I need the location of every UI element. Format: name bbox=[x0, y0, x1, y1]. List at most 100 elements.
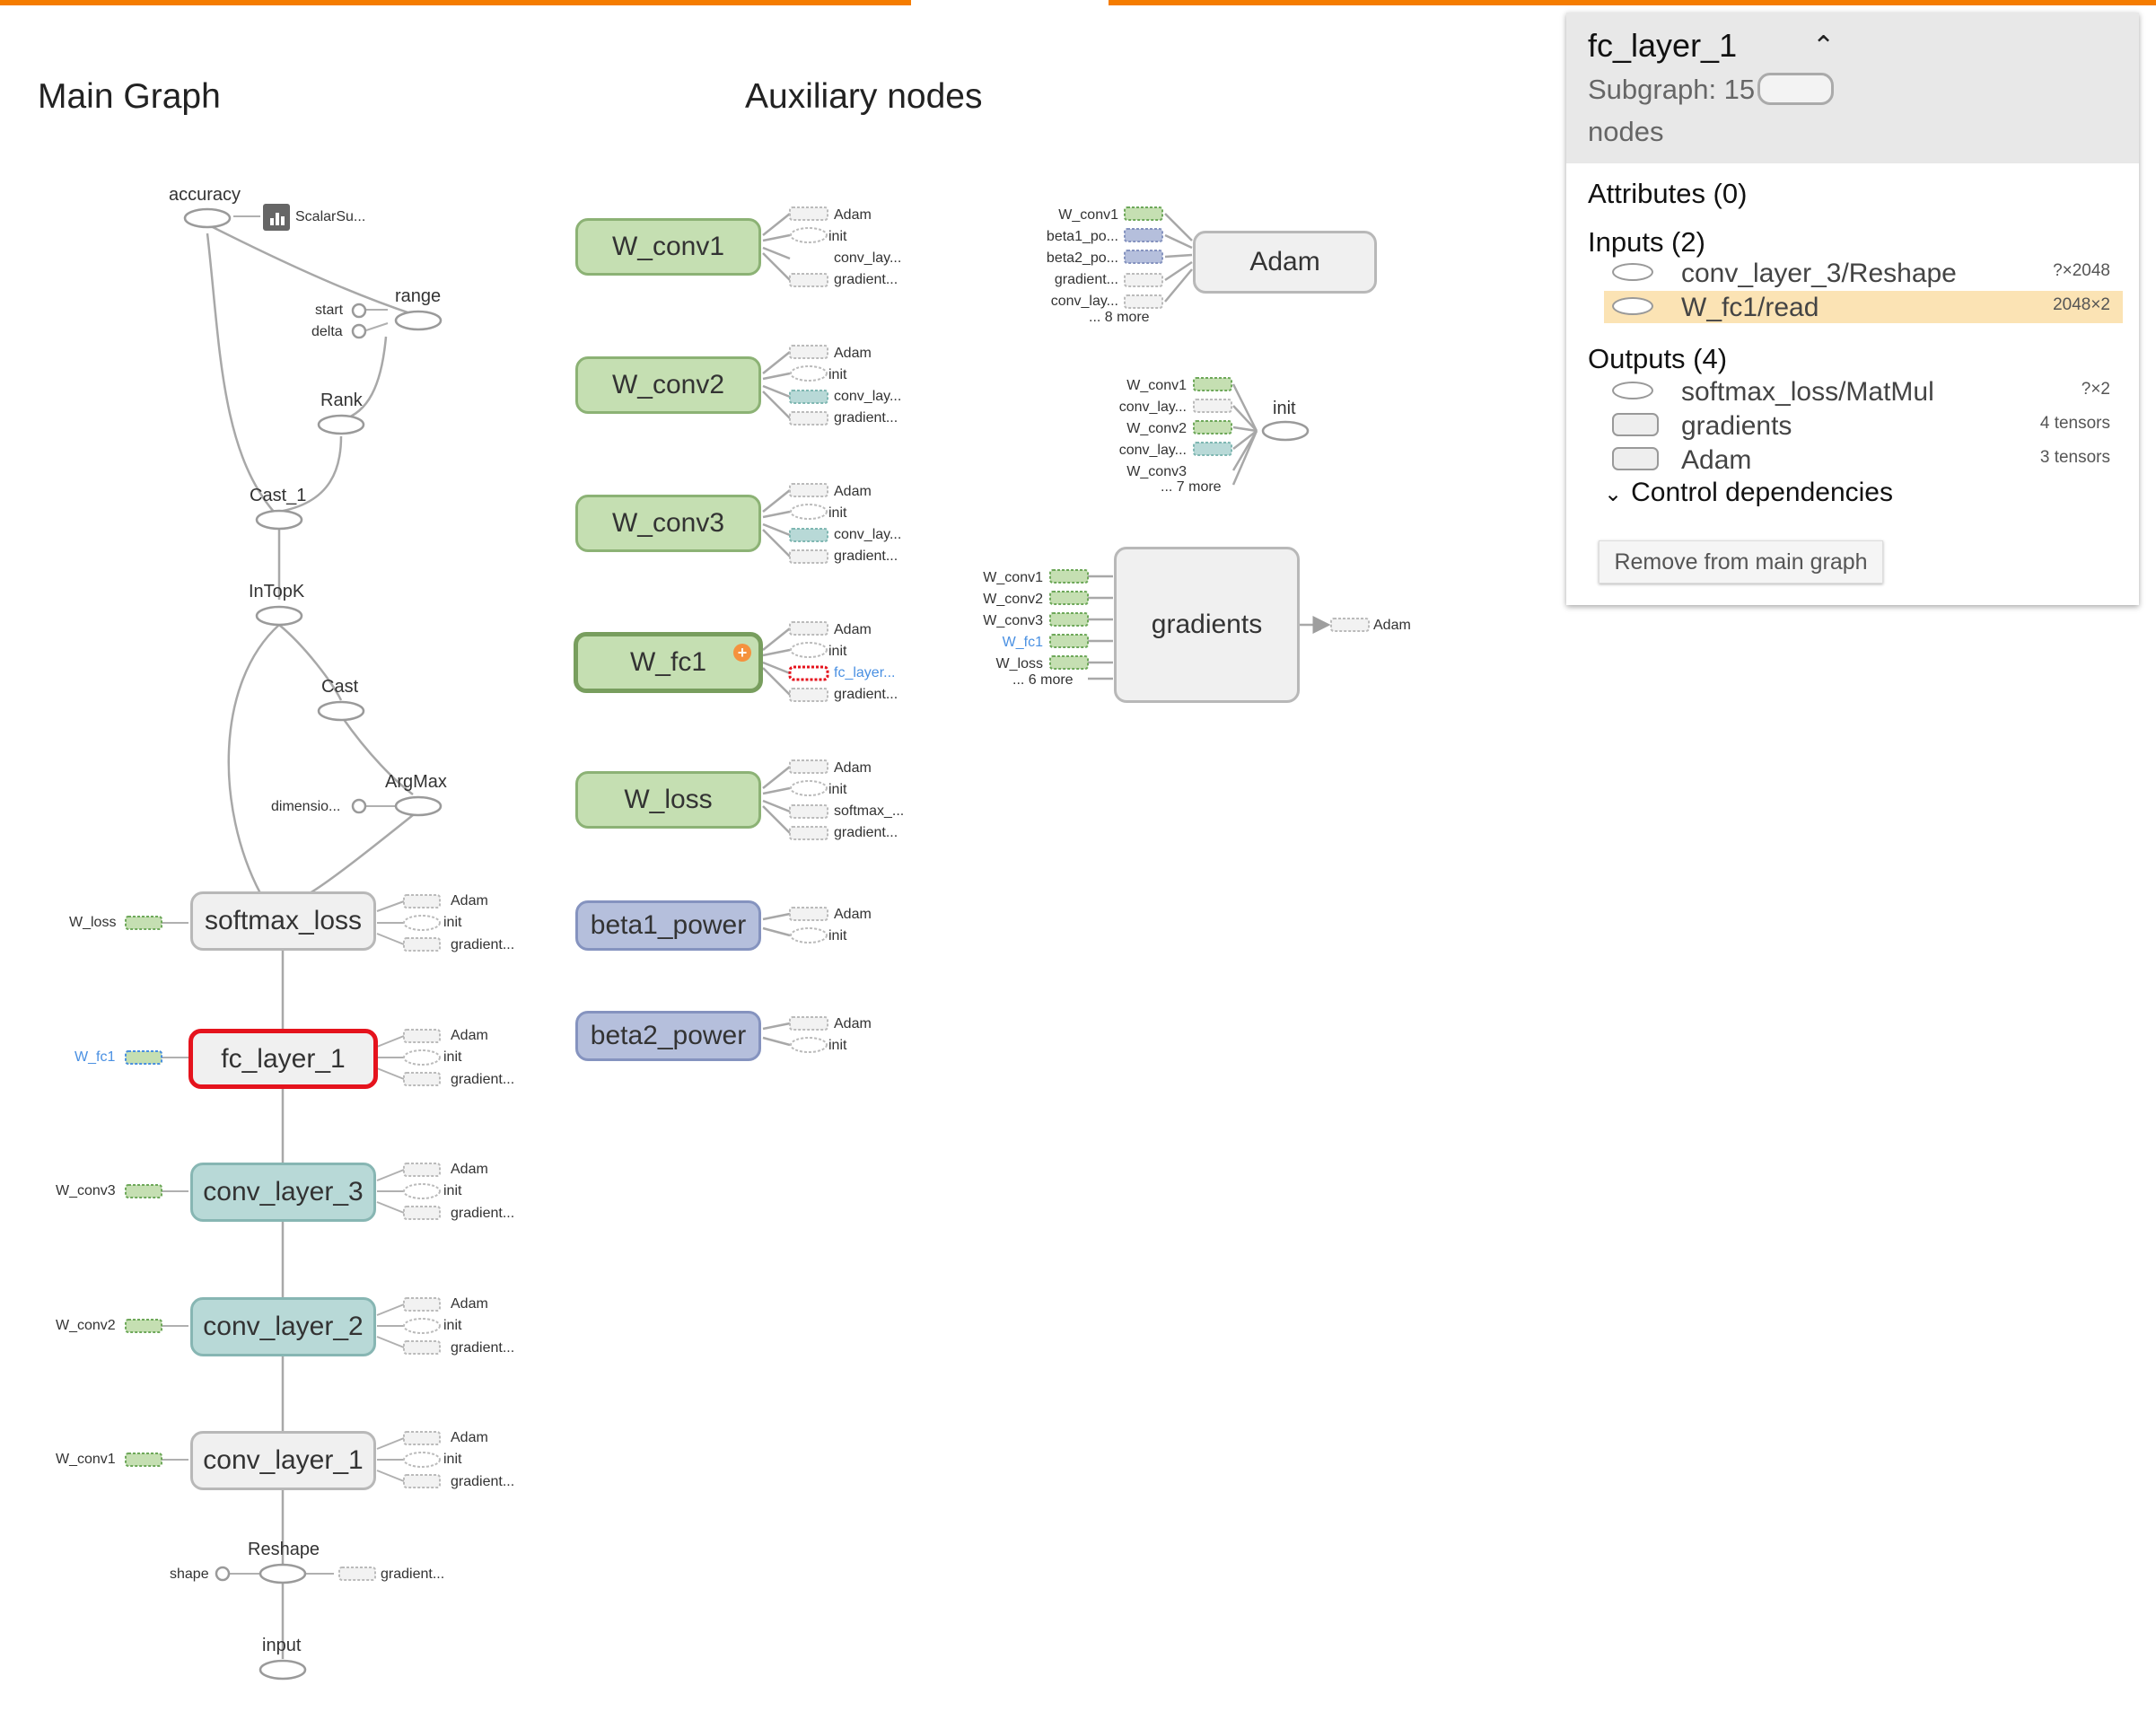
attributes-header[interactable]: Attributes (0) bbox=[1588, 178, 1748, 209]
w-conv2-input-label[interactable]: W_conv2 bbox=[56, 1318, 116, 1333]
grad-more[interactable]: ... 6 more bbox=[1012, 672, 1074, 688]
aux-init-label[interactable]: init bbox=[1273, 399, 1296, 418]
argmax-label[interactable]: ArgMax bbox=[385, 772, 447, 792]
outputs-header[interactable]: Outputs (4) bbox=[1588, 343, 1728, 374]
conv-layer-2-node[interactable]: conv_layer_2 bbox=[190, 1297, 376, 1356]
aux-loss-out-init[interactable]: init bbox=[828, 782, 847, 797]
delta-label[interactable]: delta bbox=[311, 324, 343, 339]
remove-from-main-graph-button[interactable]: Remove from main graph bbox=[1599, 540, 1883, 584]
fc-layer-1-node[interactable]: fc_layer_1 bbox=[188, 1029, 378, 1089]
aux-w-conv1-node[interactable]: W_conv1 bbox=[575, 218, 761, 276]
aux-fc1-out-init[interactable]: init bbox=[828, 644, 847, 659]
adam-in-5[interactable]: conv_lay... bbox=[1050, 294, 1118, 309]
grad-in-1[interactable]: W_conv1 bbox=[983, 570, 1043, 585]
adam-in-2[interactable]: beta1_po... bbox=[1046, 229, 1118, 244]
output-row[interactable]: Adam 3 tensors bbox=[1609, 443, 2123, 476]
aux-loss-out-adam[interactable]: Adam bbox=[834, 760, 872, 776]
aux-beta2-power-node[interactable]: beta2_power bbox=[575, 1011, 761, 1061]
grad-in-4[interactable]: W_fc1 bbox=[1002, 635, 1043, 650]
grad-in-5[interactable]: W_loss bbox=[995, 656, 1043, 671]
fc-adam[interactable]: Adam bbox=[451, 1028, 488, 1043]
adam-in-4[interactable]: gradient... bbox=[1054, 272, 1118, 287]
conv2-gradient[interactable]: gradient... bbox=[451, 1340, 515, 1356]
cast-label[interactable]: Cast bbox=[321, 677, 359, 697]
conv2-init[interactable]: init bbox=[443, 1318, 462, 1333]
intopk-label[interactable]: InTopK bbox=[249, 582, 305, 601]
aux-conv1-out-conv[interactable]: conv_lay... bbox=[834, 250, 902, 266]
aux-fc1-out-fc[interactable]: fc_layer... bbox=[834, 665, 896, 680]
shape-label[interactable]: shape bbox=[170, 1567, 209, 1582]
aux-conv2-out-grad[interactable]: gradient... bbox=[834, 410, 898, 426]
output-row[interactable]: gradients 4 tensors bbox=[1609, 409, 2123, 442]
output-row[interactable]: softmax_loss/MatMul ?×2 bbox=[1609, 375, 2123, 408]
aux-conv3-out-init[interactable]: init bbox=[828, 505, 847, 521]
scalar-summary-icon[interactable] bbox=[263, 204, 290, 231]
conv1-adam[interactable]: Adam bbox=[451, 1430, 488, 1445]
fc-init[interactable]: init bbox=[443, 1049, 462, 1065]
w-loss-input-label[interactable]: W_loss bbox=[69, 915, 117, 930]
grad-in-2[interactable]: W_conv2 bbox=[983, 592, 1043, 607]
aux-conv3-out-grad[interactable]: gradient... bbox=[834, 549, 898, 564]
init-in-5[interactable]: W_conv3 bbox=[1126, 464, 1187, 479]
init-in-1[interactable]: W_conv1 bbox=[1126, 378, 1187, 393]
cast1-label[interactable]: Cast_1 bbox=[250, 486, 307, 505]
subgraph-toggle[interactable] bbox=[1757, 73, 1834, 105]
aux-conv2-out-adam[interactable]: Adam bbox=[834, 346, 872, 361]
aux-w-loss-node[interactable]: W_loss bbox=[575, 771, 761, 829]
accuracy-label[interactable]: accuracy bbox=[169, 185, 241, 205]
rank-label[interactable]: Rank bbox=[320, 391, 363, 410]
w-conv3-input-label[interactable]: W_conv3 bbox=[56, 1183, 116, 1198]
aux-conv2-out-conv[interactable]: conv_lay... bbox=[834, 389, 902, 404]
fc-gradient[interactable]: gradient... bbox=[451, 1072, 515, 1087]
aux-w-conv3-node[interactable]: W_conv3 bbox=[575, 495, 761, 552]
aux-fc1-out-grad[interactable]: gradient... bbox=[834, 687, 898, 702]
conv-layer-1-node[interactable]: conv_layer_1 bbox=[190, 1431, 376, 1490]
aux-loss-out-grad[interactable]: gradient... bbox=[834, 825, 898, 840]
scalar-summary-label[interactable]: ScalarSu... bbox=[295, 209, 366, 224]
reshape-label[interactable]: Reshape bbox=[248, 1540, 320, 1559]
aux-w-conv2-node[interactable]: W_conv2 bbox=[575, 356, 761, 414]
aux-gradients-node[interactable]: gradients bbox=[1114, 547, 1300, 703]
softmax-gradient[interactable]: gradient... bbox=[451, 937, 515, 952]
conv1-gradient[interactable]: gradient... bbox=[451, 1474, 515, 1489]
aux-conv3-out-conv[interactable]: conv_lay... bbox=[834, 527, 902, 542]
softmax-adam[interactable]: Adam bbox=[451, 893, 488, 908]
aux-beta1-out-init[interactable]: init bbox=[828, 928, 847, 943]
grad-in-3[interactable]: W_conv3 bbox=[983, 613, 1043, 628]
init-in-4[interactable]: conv_lay... bbox=[1118, 443, 1187, 458]
w-fc1-input-label[interactable]: W_fc1 bbox=[74, 1049, 116, 1065]
aux-w-fc1-node[interactable]: W_fc1 bbox=[574, 632, 763, 693]
dimension-label[interactable]: dimensio... bbox=[271, 799, 341, 814]
init-in-3[interactable]: W_conv2 bbox=[1126, 421, 1187, 436]
aux-loss-out-softmax[interactable]: softmax_... bbox=[834, 803, 905, 819]
init-in-2[interactable]: conv_lay... bbox=[1118, 399, 1187, 415]
softmax-init[interactable]: init bbox=[443, 915, 462, 930]
conv3-gradient[interactable]: gradient... bbox=[451, 1206, 515, 1221]
adam-in-3[interactable]: beta2_po... bbox=[1046, 250, 1118, 266]
conv2-adam[interactable]: Adam bbox=[451, 1296, 488, 1312]
inputs-header[interactable]: Inputs (2) bbox=[1588, 226, 1705, 258]
conv3-init[interactable]: init bbox=[443, 1183, 462, 1198]
aux-beta1-power-node[interactable]: beta1_power bbox=[575, 900, 761, 951]
aux-fc1-out-adam[interactable]: Adam bbox=[834, 622, 872, 637]
w-conv1-input-label[interactable]: W_conv1 bbox=[56, 1452, 116, 1467]
aux-conv2-out-init[interactable]: init bbox=[828, 367, 847, 382]
aux-conv1-out-adam[interactable]: Adam bbox=[834, 207, 872, 223]
conv3-adam[interactable]: Adam bbox=[451, 1162, 488, 1177]
input-row[interactable]: conv_layer_3/Reshape ?×2048 bbox=[1609, 257, 2123, 289]
aux-beta2-out-adam[interactable]: Adam bbox=[834, 1016, 872, 1031]
control-dependencies-toggle[interactable]: ⌄Control dependencies bbox=[1604, 478, 1893, 508]
softmax-loss-node[interactable]: softmax_loss bbox=[190, 891, 376, 951]
init-more[interactable]: ... 7 more bbox=[1161, 479, 1222, 495]
conv1-init[interactable]: init bbox=[443, 1452, 462, 1467]
aux-beta1-out-adam[interactable]: Adam bbox=[834, 907, 872, 922]
input-label[interactable]: input bbox=[262, 1636, 302, 1655]
reshape-gradient[interactable]: gradient... bbox=[381, 1567, 445, 1582]
start-label[interactable]: start bbox=[315, 303, 344, 318]
aux-conv1-out-grad[interactable]: gradient... bbox=[834, 272, 898, 287]
range-label[interactable]: range bbox=[395, 286, 442, 306]
aux-adam-node[interactable]: Adam bbox=[1193, 231, 1377, 294]
aux-conv3-out-adam[interactable]: Adam bbox=[834, 484, 872, 499]
conv-layer-3-node[interactable]: conv_layer_3 bbox=[190, 1163, 376, 1222]
